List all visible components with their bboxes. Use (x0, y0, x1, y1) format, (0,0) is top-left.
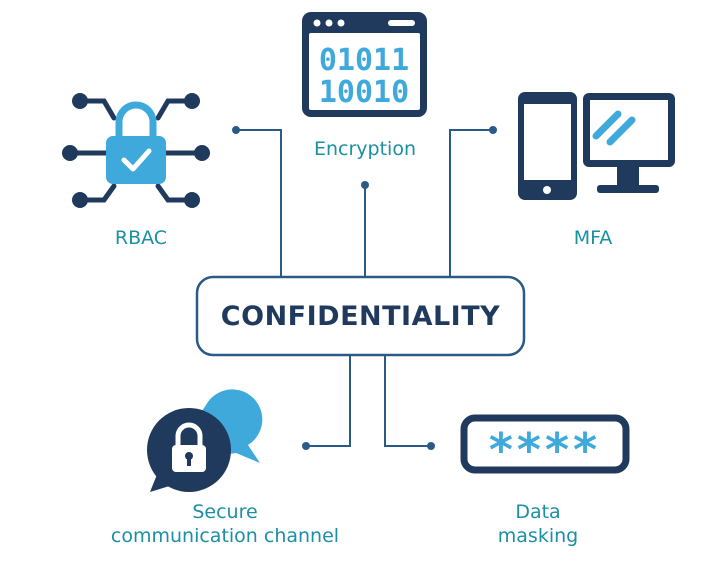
connector-secure-channel (306, 355, 351, 447)
binary-line-1: 01011 (319, 43, 409, 78)
connector-data-masking (384, 355, 431, 447)
secure-channel-label-line2: communication channel (110, 525, 340, 547)
connectors (236, 129, 493, 447)
rbac-label: RBAC (114, 227, 168, 249)
data-masking-label-line2: masking (497, 525, 579, 547)
masked-password-icon: **** (460, 414, 630, 477)
binary-window-icon: 01011 10010 (302, 12, 427, 117)
lock-network-icon (62, 93, 210, 208)
secure-channel-label: Secure communication channel (90, 500, 360, 548)
phone-monitor-icon (518, 92, 675, 200)
connector-dots (232, 126, 497, 450)
mfa-label: MFA (573, 227, 613, 249)
binary-line-2: 10010 (319, 75, 409, 110)
secure-channel-label-line1: Secure (192, 501, 258, 523)
center-title: CONFIDENTIALITY (220, 300, 501, 332)
connector-mfa (449, 129, 493, 277)
data-masking-label-line1: Data (515, 501, 561, 523)
data-masking-label: Data masking (478, 500, 598, 548)
lock-chat-icon (147, 389, 263, 492)
center-box (195, 275, 526, 357)
masked-stars: **** (489, 423, 601, 477)
encryption-label: Encryption (313, 138, 416, 160)
connector-rbac (236, 129, 282, 277)
